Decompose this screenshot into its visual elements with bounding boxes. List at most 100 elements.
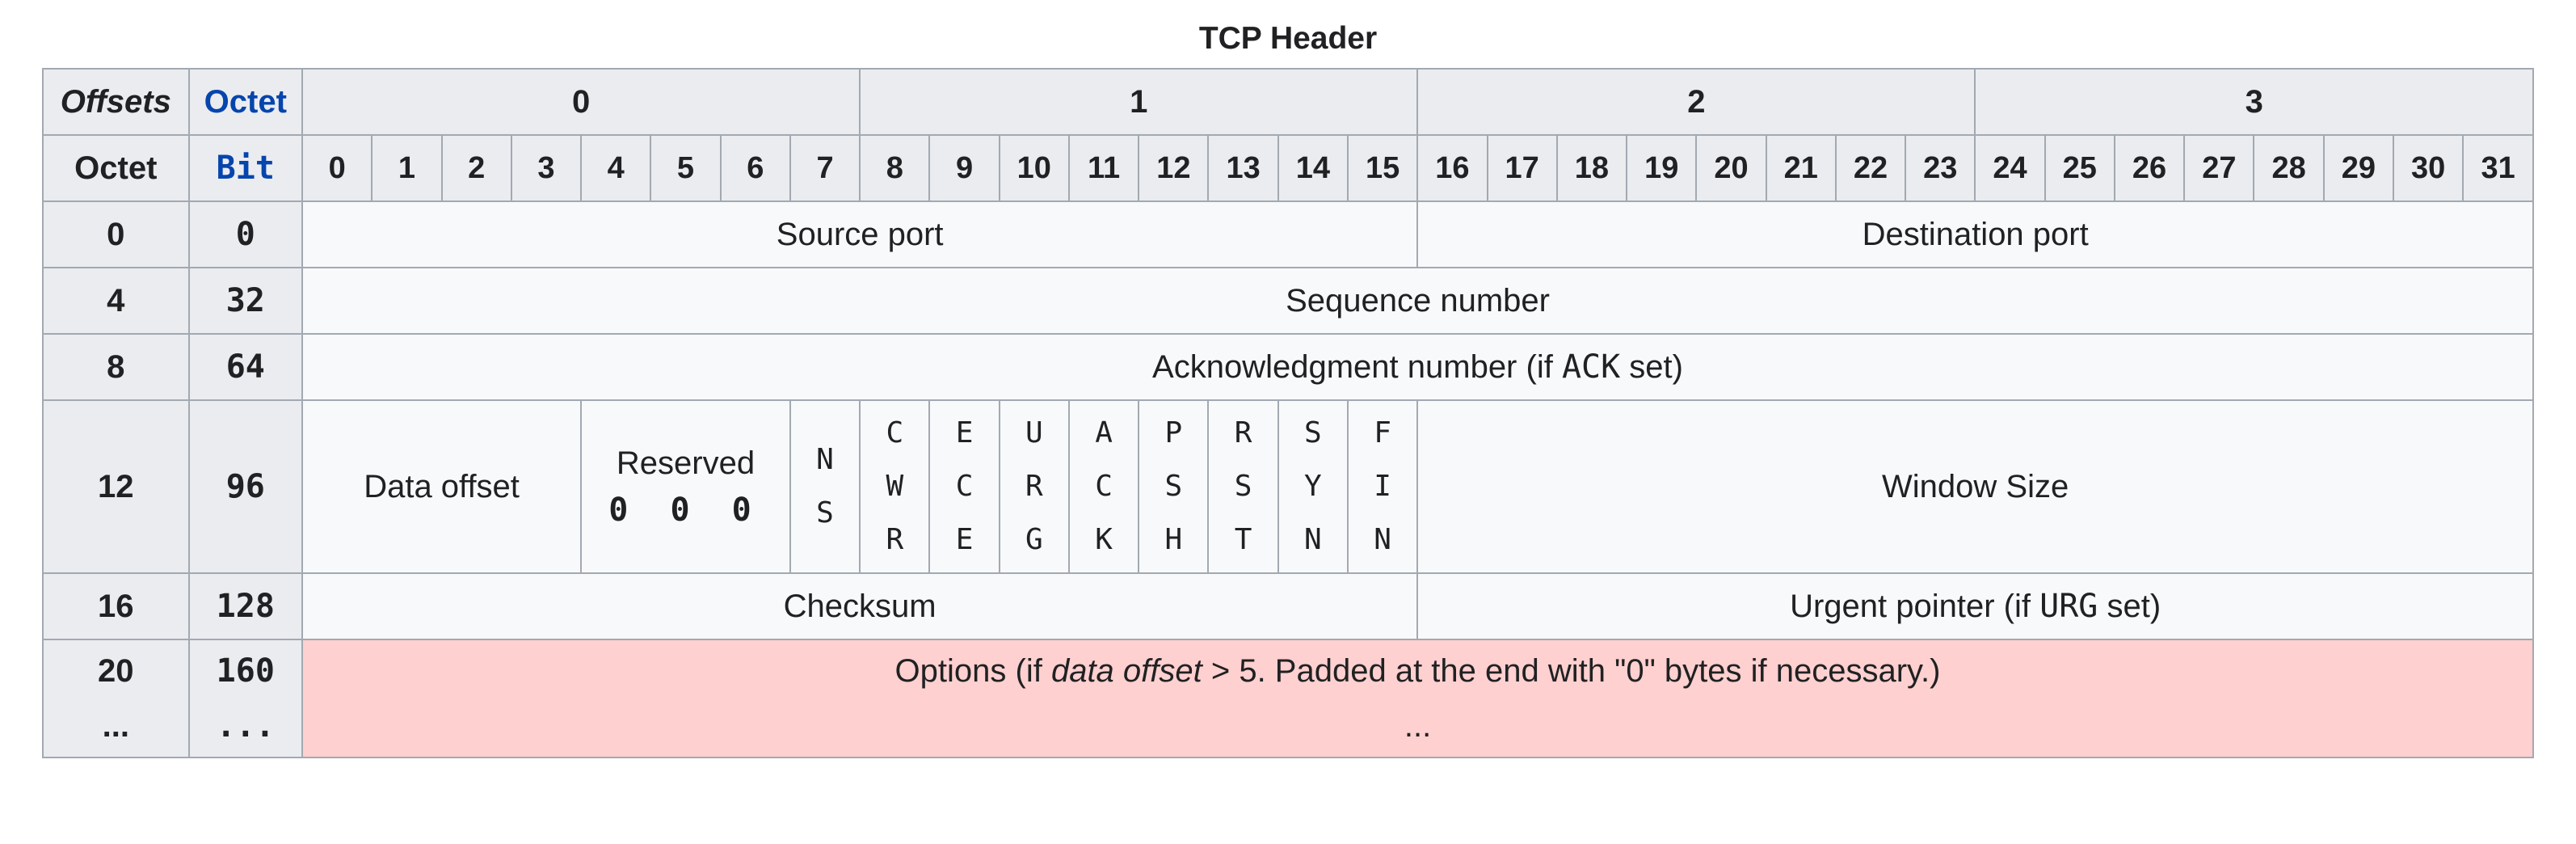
flag-letter: K xyxy=(1095,523,1113,556)
row-octet-label: 16 xyxy=(42,572,190,640)
octet-group-row: Offsets Octet 0 1 2 3 xyxy=(42,68,2534,136)
bit-number-cell: 21 xyxy=(1765,134,1837,202)
bit-number-cell: 22 xyxy=(1834,134,1907,202)
bit-number-cell: 28 xyxy=(2253,134,2325,202)
octet-group-2: 2 xyxy=(1416,68,1976,136)
octet-group-0: 0 xyxy=(301,68,861,136)
row-octet-label: 20 ... xyxy=(42,639,190,758)
bit-number-cell: 6 xyxy=(719,134,791,202)
bit-link-header[interactable]: Bit xyxy=(187,134,304,202)
urgent-field-prefix: Urgent pointer (if xyxy=(1790,589,2040,624)
ack-field-prefix: Acknowledgment number (if xyxy=(1152,349,1562,385)
offsets-header: Offsets xyxy=(42,68,190,136)
reserved-field: Reserved 0 0 0 xyxy=(580,399,791,574)
tcp-header-diagram: TCP Header Offsets Octet 0 1 2 3 Octet B… xyxy=(42,0,2534,758)
row-octet-4: 4 32 Sequence number xyxy=(42,267,2534,335)
options-field: Options (if data offset > 5. Padded at t… xyxy=(301,639,2534,758)
bit-number-cell: 27 xyxy=(2183,134,2255,202)
row-bit-label: 32 xyxy=(187,267,304,335)
row-octet-20: 20 ... 160 ... Options (if data offset >… xyxy=(42,639,2534,758)
bit-number-cell: 15 xyxy=(1347,134,1419,202)
row-octet-more: ... xyxy=(102,708,129,744)
flag-letter: R xyxy=(1234,416,1252,449)
bit-number-cell: 1 xyxy=(371,134,443,202)
bit-number-cell: 0 xyxy=(301,134,373,202)
bit-number-cell: 17 xyxy=(1486,134,1558,202)
row-bit-label: 0 xyxy=(187,200,304,268)
data-offset-field: Data offset xyxy=(301,399,583,574)
octet-row-header: Octet xyxy=(42,134,190,202)
flag-letter: C xyxy=(886,416,904,449)
row-octet-value: 20 xyxy=(98,653,134,689)
bit-number-cell: 11 xyxy=(1067,134,1140,202)
checksum-field: Checksum xyxy=(301,572,1419,640)
row-octet-8: 8 64 Acknowledgment number (if ACK set) xyxy=(42,333,2534,401)
destination-port-field: Destination port xyxy=(1416,200,2534,268)
bit-number-cell: 13 xyxy=(1207,134,1279,202)
bit-number-cell: 9 xyxy=(928,134,1000,202)
flag-letter: S xyxy=(1234,470,1252,503)
flag-letter: E xyxy=(955,416,974,449)
flag-letter: N xyxy=(1304,523,1322,556)
bit-number-cell: 12 xyxy=(1138,134,1210,202)
flag-letter: F xyxy=(1374,416,1391,449)
bit-number-cell: 2 xyxy=(440,134,512,202)
row-octet-label: 4 xyxy=(42,267,190,335)
bit-number-cell: 20 xyxy=(1695,134,1767,202)
options-italic-term: data offset xyxy=(1050,653,1202,689)
row-bit-label: 96 xyxy=(187,399,304,574)
bit-number-cell: 8 xyxy=(859,134,931,202)
ack-flag-code: ACK xyxy=(1561,348,1621,386)
flag-letter: W xyxy=(886,470,904,503)
acknowledgment-number-field: Acknowledgment number (if ACK set) xyxy=(301,333,2534,401)
flag-letter: T xyxy=(1234,523,1252,556)
octet-link-header[interactable]: Octet xyxy=(187,68,304,136)
bit-number-cell: 24 xyxy=(1974,134,2046,202)
flag-letter: A xyxy=(1095,416,1113,449)
flag-letter: Y xyxy=(1304,470,1322,503)
bit-number-cell: 30 xyxy=(2392,134,2464,202)
row-octet-label: 0 xyxy=(42,200,190,268)
source-port-field: Source port xyxy=(301,200,1419,268)
bit-number-cell: 18 xyxy=(1555,134,1628,202)
urg-flag-code: URG xyxy=(2039,588,2098,625)
row-bit-value: 160 xyxy=(216,652,275,690)
sequence-number-field: Sequence number xyxy=(301,267,2534,335)
bit-number-cell: 4 xyxy=(580,134,652,202)
bit-number-cell: 19 xyxy=(1626,134,1698,202)
row-bit-label: 160 ... xyxy=(187,639,304,758)
bit-number-cell: 29 xyxy=(2322,134,2395,202)
reserved-bits: 0 0 0 xyxy=(608,491,763,529)
bit-number-cell: 25 xyxy=(2044,134,2115,202)
bit-number-cell: 3 xyxy=(510,134,583,202)
flag-letter: R xyxy=(886,523,904,556)
flag-letter: N xyxy=(816,443,834,476)
flag-letter: R xyxy=(1025,470,1043,503)
row-octet-0: 0 0 Source port Destination port xyxy=(42,200,2534,268)
row-octet-label: 12 xyxy=(42,399,190,574)
flag-letter: C xyxy=(1095,470,1113,503)
bit-number-cell: 14 xyxy=(1277,134,1349,202)
flag-letter: C xyxy=(955,470,974,503)
ack-field-suffix: set) xyxy=(1620,349,1683,385)
options-prefix: Options (if xyxy=(894,653,1051,689)
flag-letter: G xyxy=(1025,523,1043,556)
row-octet-16: 16 128 Checksum Urgent pointer (if URG s… xyxy=(42,572,2534,640)
flag-letter: H xyxy=(1164,523,1183,556)
flag-letter: S xyxy=(816,496,834,530)
bit-number-cell: 16 xyxy=(1416,134,1488,202)
urgent-pointer-field: Urgent pointer (if URG set) xyxy=(1416,572,2534,640)
window-size-field: Window Size xyxy=(1416,399,2534,574)
flag-letter: U xyxy=(1025,416,1043,449)
flag-letter: S xyxy=(1164,470,1183,503)
reserved-label: Reserved xyxy=(616,445,756,481)
